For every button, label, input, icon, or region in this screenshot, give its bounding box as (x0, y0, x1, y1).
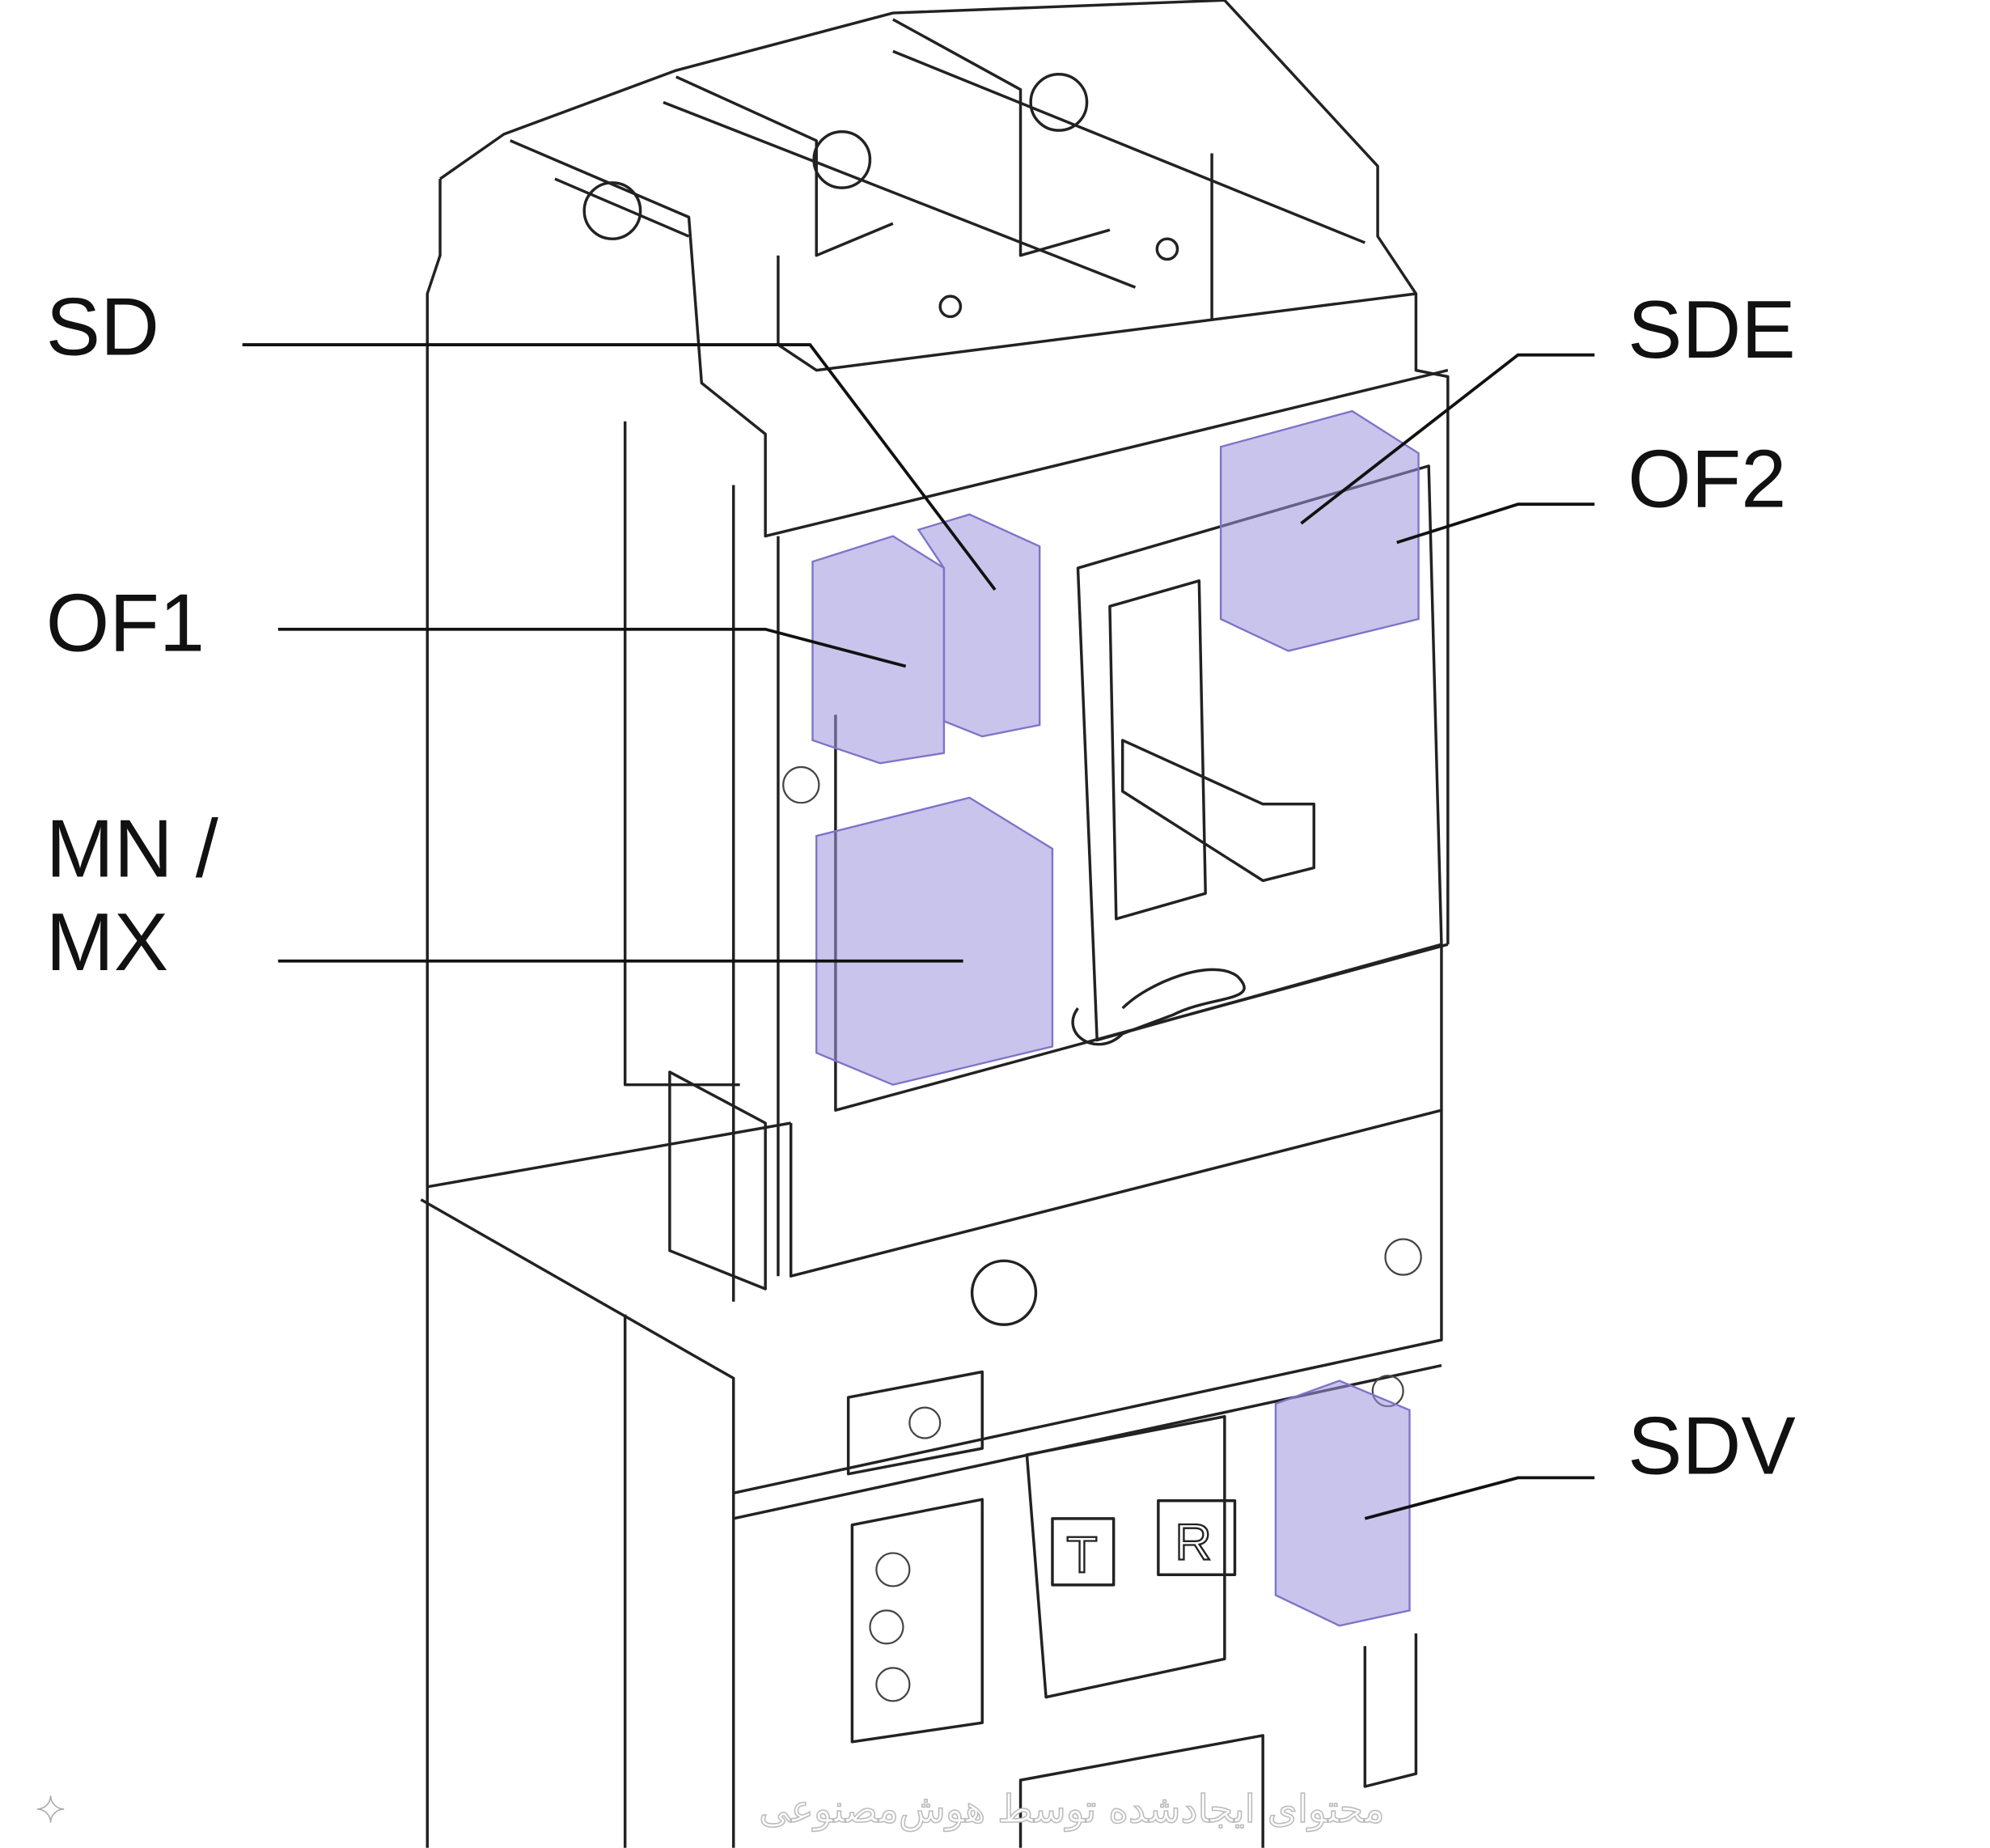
leader-line-of1 (277, 627, 907, 668)
leader-line-sd (242, 343, 997, 591)
reset-button-label: R (1175, 1514, 1212, 1570)
label-mn: MN / (46, 804, 219, 895)
accessory-sde-of2[interactable] (1219, 409, 1420, 652)
accessory-sd-of1[interactable] (811, 513, 1041, 765)
watermark-text: محتوای ایجادشده توسط هوش‌مصنوعی (759, 1787, 1384, 1832)
accessory-sdv[interactable] (1274, 1380, 1411, 1627)
sparkle-icon: ✦ (36, 1791, 66, 1830)
test-button-label: T (1066, 1527, 1098, 1583)
label-of1: OF1 (46, 579, 205, 669)
label-mx: MX (46, 897, 168, 988)
leader-line-sdv (1364, 1476, 1595, 1520)
circuit-breaker-drawing: T R (420, 0, 1450, 1848)
label-sd: SD (46, 282, 159, 373)
leader-line-sde (1300, 353, 1595, 525)
label-sde: SDE (1628, 285, 1795, 375)
accessory-mn-mx[interactable] (815, 796, 1054, 1086)
label-of2: OF2 (1628, 434, 1786, 524)
leader-line-of2 (1396, 502, 1595, 545)
label-sdv: SDV (1628, 1401, 1795, 1492)
